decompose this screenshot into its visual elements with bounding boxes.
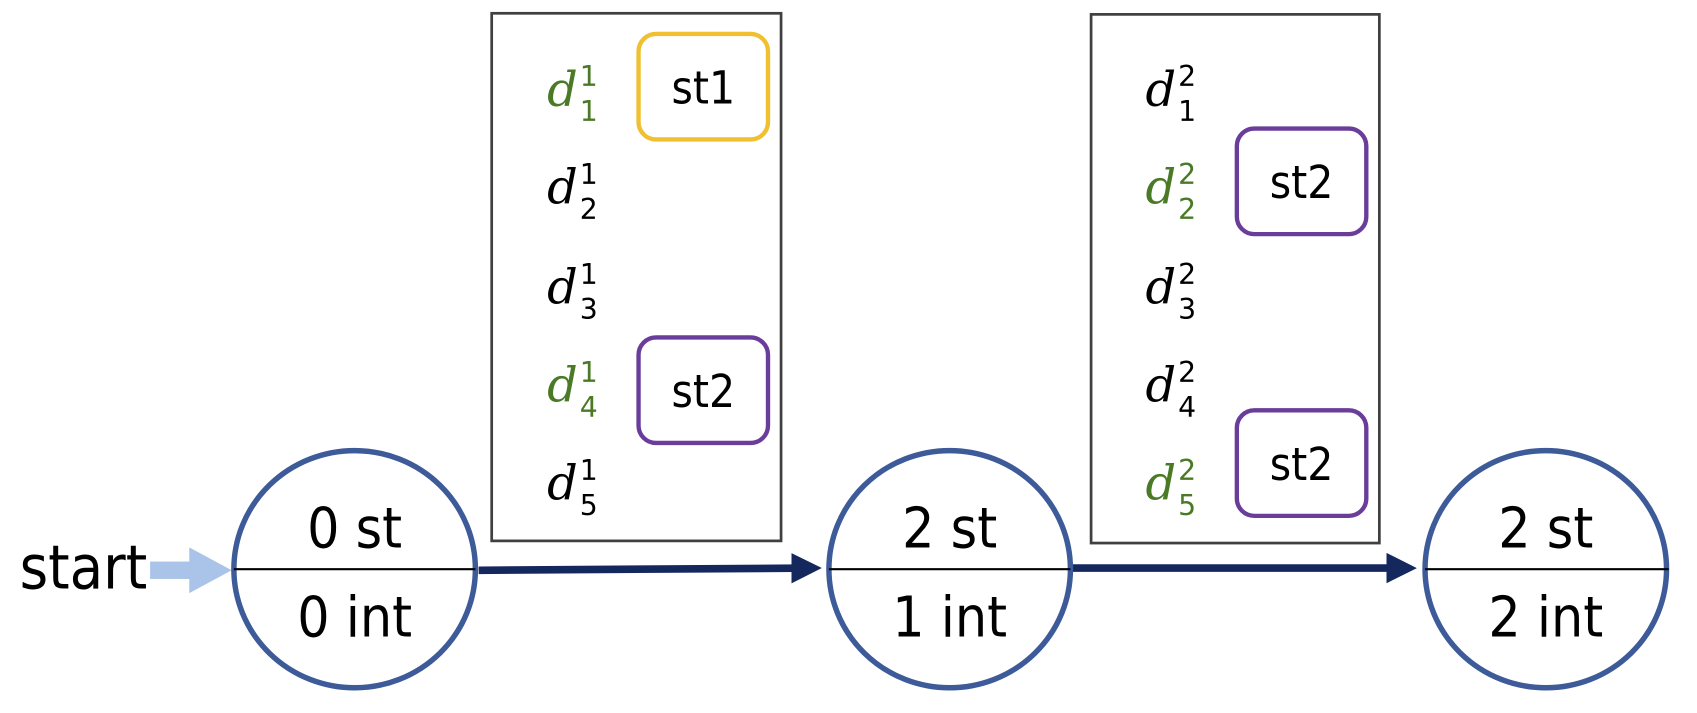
decision-group-box-2	[1089, 13, 1381, 545]
state-bottom-label: 1 int	[892, 585, 1007, 651]
variable-base: d	[1145, 359, 1176, 414]
strategy-tag-box	[1234, 126, 1369, 237]
decision-variable: d	[1145, 63, 1176, 118]
variable-subscript: 4	[1178, 391, 1196, 424]
transition-arrow-1	[478, 552, 822, 584]
strategy-tag-box	[1234, 408, 1369, 519]
variable-base: d	[547, 261, 578, 316]
variable-base: d	[1145, 261, 1176, 316]
svg-text:1: 1	[1178, 95, 1196, 128]
decision-variable: d	[547, 359, 578, 414]
variable-subscript: 4	[580, 391, 598, 424]
state-bottom-label: 2 int	[1488, 585, 1603, 651]
variable-base: d	[547, 457, 578, 512]
strategy-tag-box	[636, 335, 771, 446]
variable-superscript: 1	[580, 454, 598, 487]
state-top-label: 2 st	[902, 495, 997, 561]
svg-text:2: 2	[1178, 258, 1196, 291]
svg-text:1: 1	[580, 454, 598, 487]
state-node: 2 st 2 int	[1422, 447, 1670, 691]
variable-superscript: 2	[1178, 356, 1196, 389]
variable-base: d	[1145, 63, 1176, 118]
variable-superscript: 2	[1178, 454, 1196, 487]
variable-superscript: 1	[580, 356, 598, 389]
strategy-tag-box	[636, 31, 771, 142]
decision-variable: d	[1145, 359, 1176, 414]
strategy-tag-label: st2	[671, 365, 735, 418]
strategy-tag-label: st2	[1270, 438, 1334, 491]
variable-subscript: 5	[580, 489, 598, 522]
svg-text:4: 4	[1178, 391, 1196, 424]
variable-base: d	[1145, 457, 1176, 512]
variable-superscript: 2	[1178, 60, 1196, 93]
strategy-tag-st2: st2	[1234, 126, 1369, 237]
svg-text:2: 2	[1178, 60, 1196, 93]
state-bottom-label: 0 int	[297, 585, 412, 651]
svg-text:4: 4	[580, 391, 598, 424]
start-arrow	[150, 547, 232, 594]
variable-subscript: 1	[580, 95, 598, 128]
svg-text:1: 1	[580, 95, 598, 128]
svg-text:2: 2	[580, 193, 598, 226]
svg-text:3: 3	[1178, 293, 1196, 326]
variable-subscript: 1	[1178, 95, 1196, 128]
svg-text:3: 3	[580, 293, 598, 326]
decision-variable: d	[547, 161, 578, 216]
variable-subscript: 5	[1178, 489, 1196, 522]
strategy-tag-st2: st2	[636, 335, 771, 446]
variable-base: d	[547, 359, 578, 414]
svg-text:2: 2	[1178, 454, 1196, 487]
variable-superscript: 1	[580, 258, 598, 291]
strategy-tag-label: st2	[1270, 156, 1334, 209]
svg-text:2: 2	[1178, 193, 1196, 226]
decision-variable: d	[547, 457, 578, 512]
variable-superscript: 2	[1178, 158, 1196, 191]
svg-text:5: 5	[1178, 489, 1196, 522]
state-top-label: 2 st	[1498, 495, 1593, 561]
state-node: 2 st 1 int	[826, 447, 1074, 691]
variable-base: d	[1145, 161, 1176, 216]
decision-variable: d	[547, 261, 578, 316]
variable-superscript: 1	[580, 60, 598, 93]
svg-text:1: 1	[580, 158, 598, 191]
decision-variable: d	[1145, 261, 1176, 316]
variable-subscript: 2	[580, 193, 598, 226]
svg-text:1: 1	[580, 60, 598, 93]
variable-subscript: 2	[1178, 193, 1196, 226]
svg-text:2: 2	[1178, 158, 1196, 191]
variable-base: d	[547, 161, 578, 216]
strategy-tag-st2: st2	[1234, 408, 1369, 519]
svg-text:5: 5	[580, 489, 598, 522]
start-label: start	[20, 533, 148, 604]
strategy-tag-st1: st1	[636, 31, 771, 142]
state-top-label: 0 st	[307, 495, 402, 561]
variable-superscript: 2	[1178, 258, 1196, 291]
decision-variable: d	[547, 63, 578, 118]
state-node: 0 st 0 int	[231, 447, 479, 691]
variable-subscript: 3	[1178, 293, 1196, 326]
variable-subscript: 3	[580, 293, 598, 326]
variable-superscript: 1	[580, 158, 598, 191]
decision-variable: d	[1145, 457, 1176, 512]
svg-text:1: 1	[580, 258, 598, 291]
strategy-tag-label: st1	[671, 62, 735, 115]
variable-base: d	[547, 63, 578, 118]
decision-variable: d	[1145, 161, 1176, 216]
svg-text:1: 1	[580, 356, 598, 389]
svg-text:2: 2	[1178, 356, 1196, 389]
decision-group-box-1	[490, 11, 783, 543]
